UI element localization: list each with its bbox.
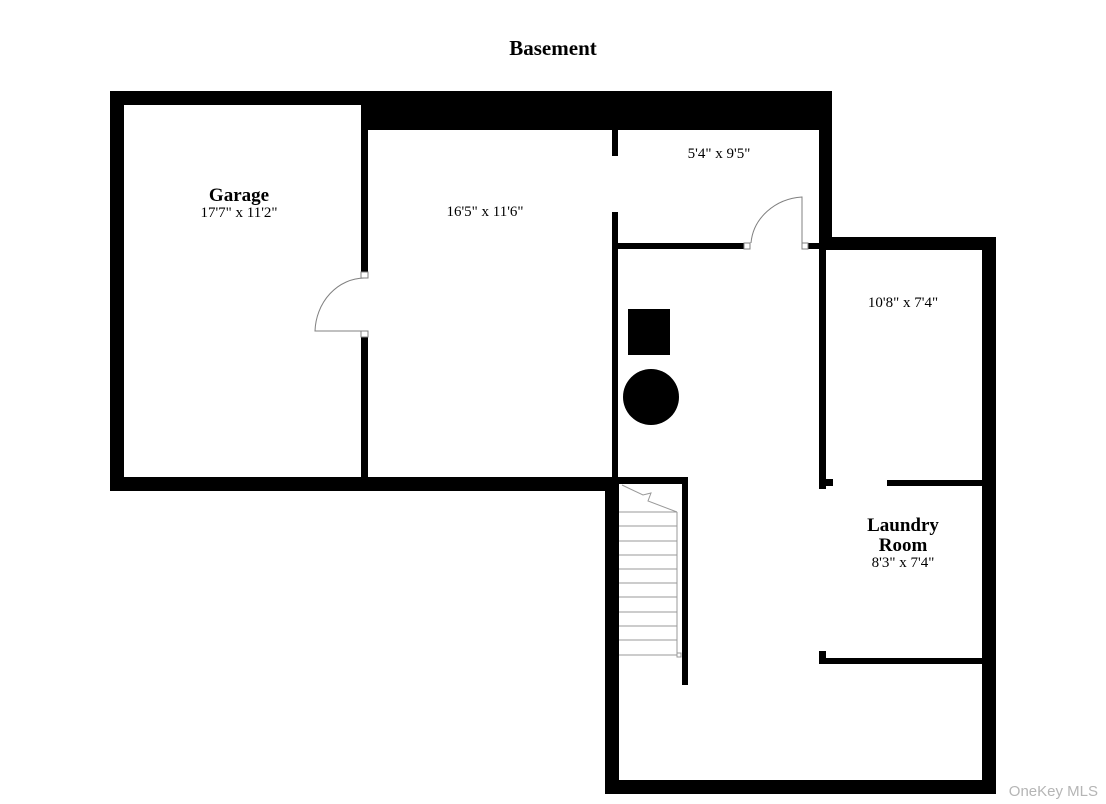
watermark: OneKey MLS	[1008, 783, 1098, 800]
room-name-line1: Laundry	[867, 515, 939, 536]
room-name: Garage	[208, 185, 270, 206]
room-dimensions: 8'3" x 7'4"	[871, 554, 935, 571]
staircase-icon	[619, 484, 682, 658]
utility-box-icon	[628, 309, 670, 355]
room-label-garage: Garage 17'7" x 11'2"	[174, 186, 304, 222]
doors	[314, 196, 809, 338]
garage-door	[314, 271, 369, 338]
room-name-line2: Room	[878, 534, 928, 556]
small-room-door	[743, 196, 809, 250]
room-dimensions: 10'8" x 7'4"	[867, 295, 939, 311]
floor-title: Basement	[509, 36, 597, 60]
room-label-laundry: Laundry Room 8'3" x 7'4"	[838, 516, 968, 572]
room-dimensions: 5'4" x 9'5"	[687, 146, 751, 162]
room-label-center: 16'5" x 11'6"	[420, 204, 550, 221]
water-heater-icon	[623, 369, 679, 425]
room-label-small: 5'4" x 9'5"	[654, 146, 784, 163]
room-label-right: 10'8" x 7'4"	[838, 295, 968, 312]
walls	[110, 91, 996, 794]
room-dimensions: 16'5" x 11'6"	[446, 204, 524, 220]
room-dimensions: 17'7" x 11'2"	[200, 204, 278, 221]
